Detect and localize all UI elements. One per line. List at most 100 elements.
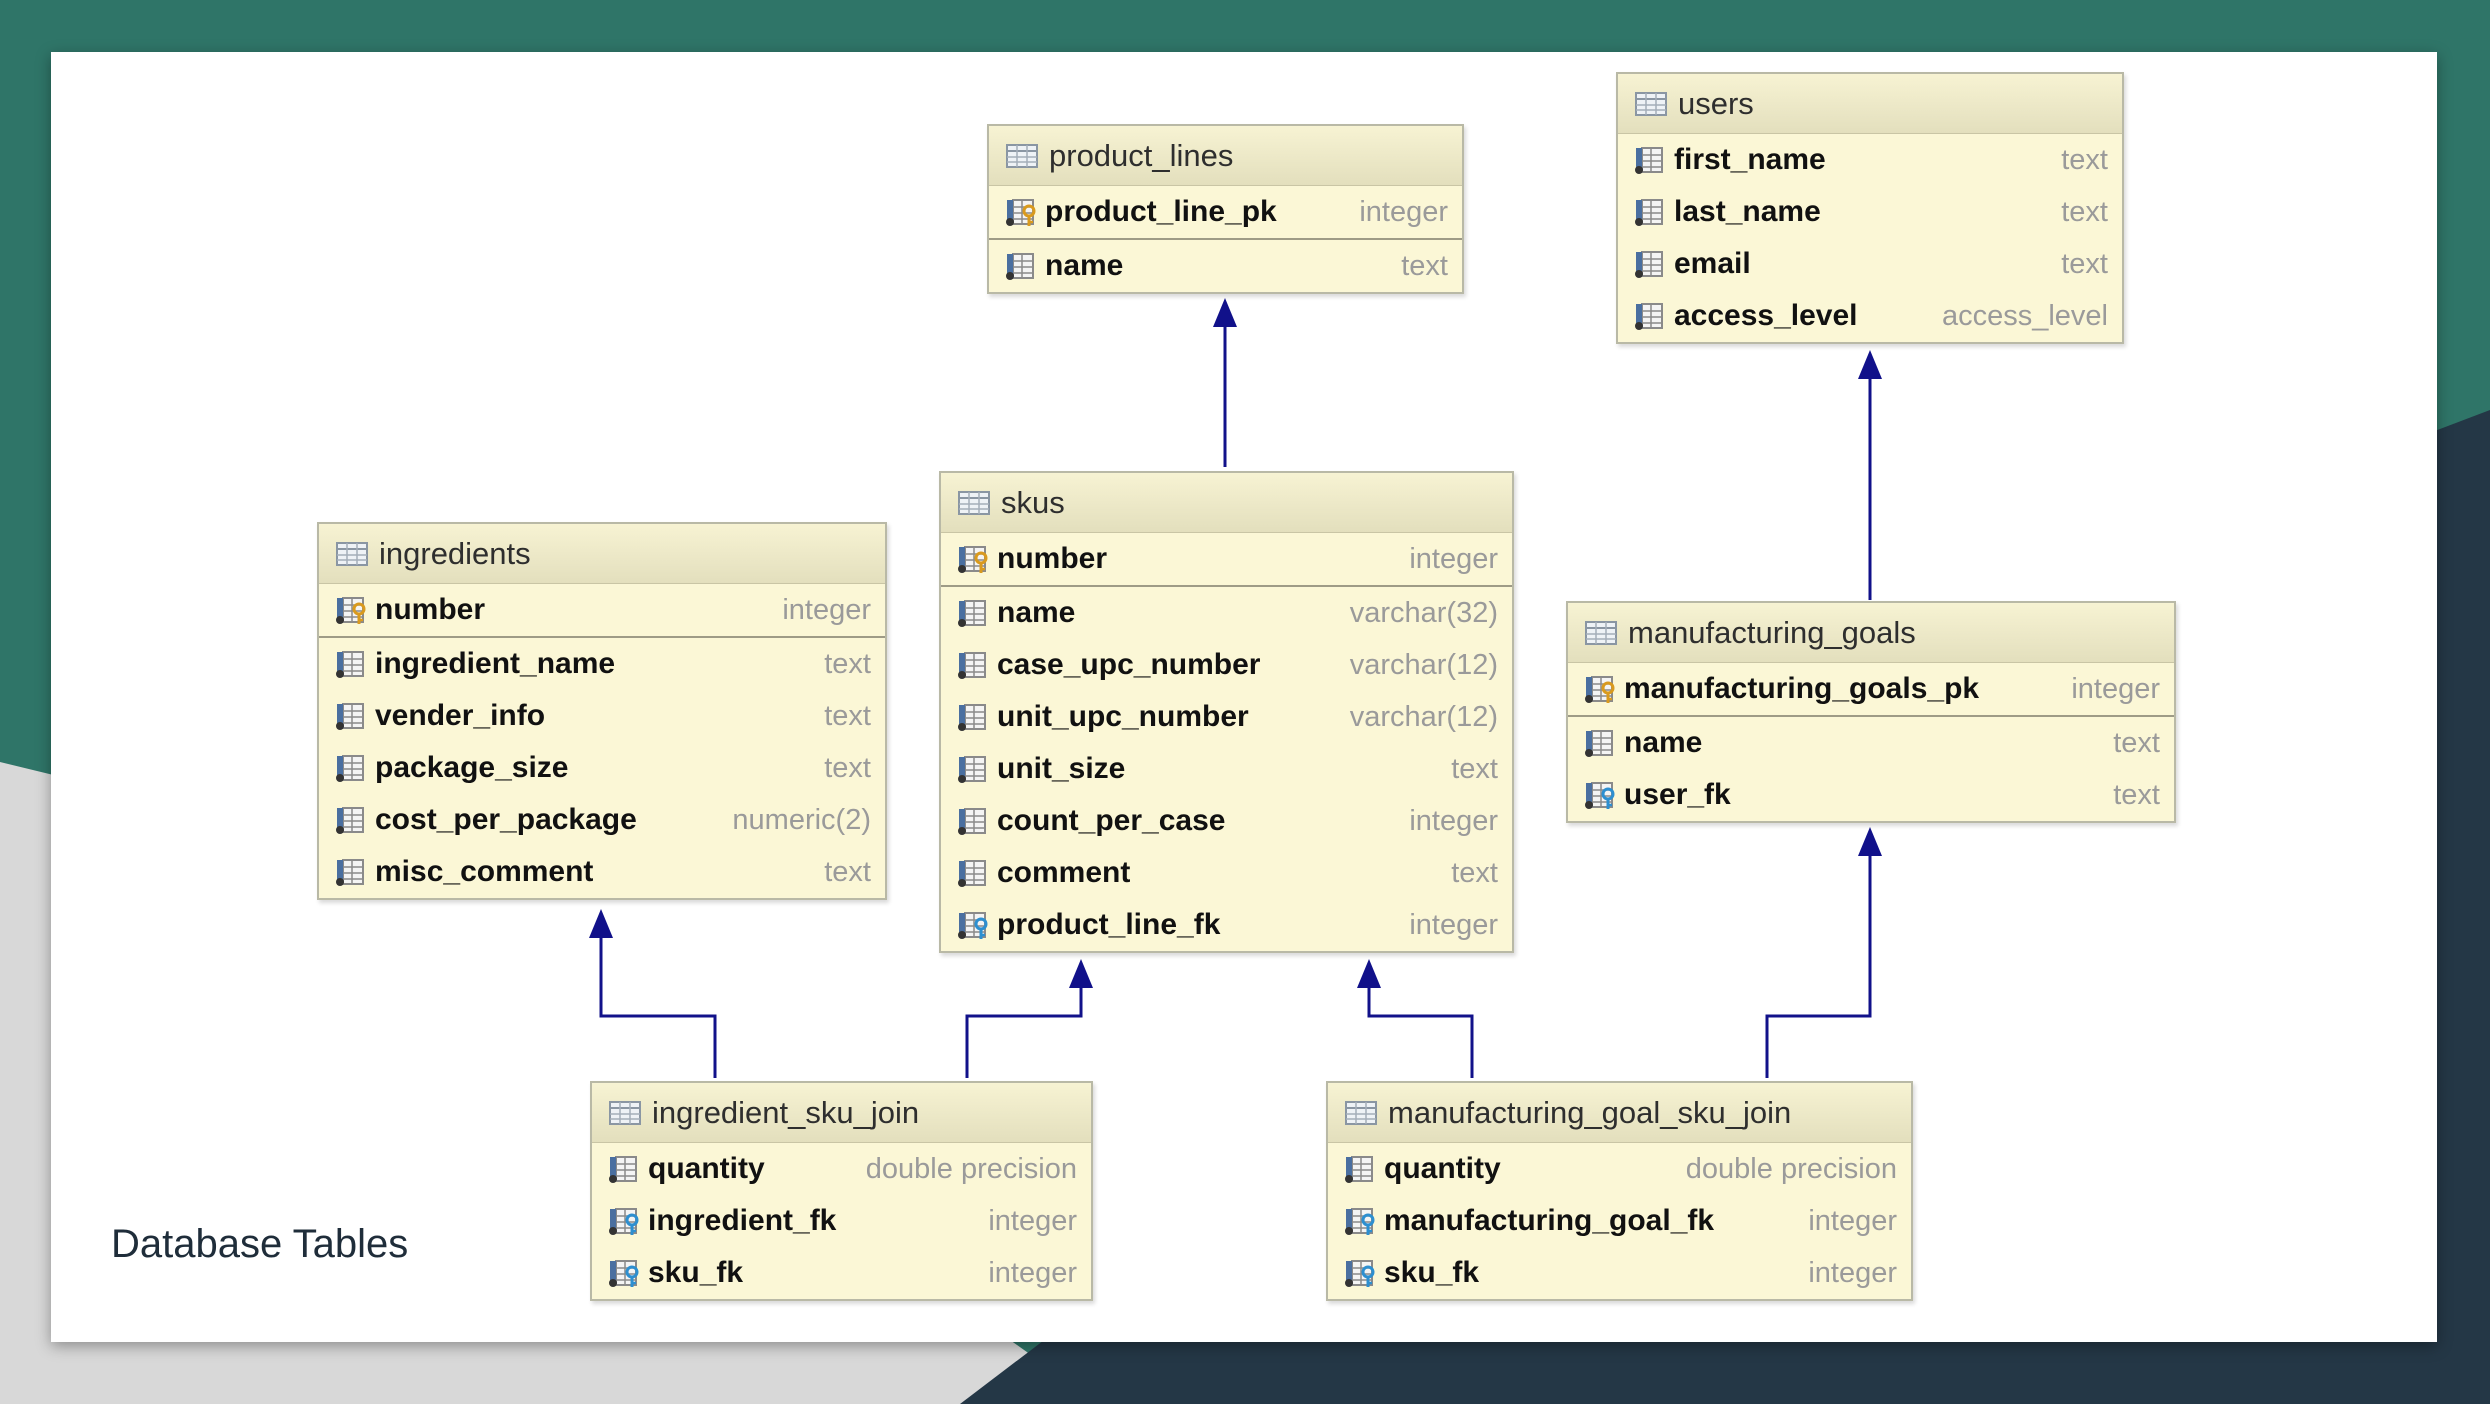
- column-icon: [1582, 728, 1616, 758]
- arrowhead-skus-right: [1357, 959, 1381, 988]
- column-name: ingredient_name: [375, 647, 616, 680]
- column-name: unit_upc_number: [997, 700, 1249, 733]
- column-type: text: [2061, 143, 2108, 176]
- table-icon: [1584, 618, 1618, 648]
- foreign-key-icon: [606, 1206, 640, 1236]
- column-row[interactable]: unit_upc_number varchar(12): [941, 691, 1512, 743]
- column-type: text: [824, 699, 871, 732]
- column-icon: [1632, 249, 1666, 279]
- column-icon: [955, 754, 989, 784]
- column-type: numeric(2): [732, 803, 871, 836]
- column-type: text: [2113, 726, 2160, 759]
- column-type: text: [824, 751, 871, 784]
- table-header: skus: [941, 473, 1512, 533]
- column-name: comment: [997, 856, 1131, 889]
- column-icon: [1342, 1154, 1376, 1184]
- table-name: manufacturing_goal_sku_join: [1388, 1094, 1792, 1130]
- primary-key-icon: [1003, 197, 1037, 227]
- table-name: ingredient_sku_join: [652, 1094, 920, 1130]
- column-name: sku_fk: [1384, 1256, 1480, 1289]
- connector-ingredient-sku-join-to-skus: [965, 979, 1083, 1078]
- column-type: integer: [782, 593, 871, 626]
- table-ingredients[interactable]: ingredients number integer ingredient_name…: [317, 522, 887, 900]
- column-row[interactable]: ingredient_name text: [319, 638, 885, 690]
- table-icon: [1344, 1098, 1378, 1128]
- column-name: number: [375, 593, 486, 626]
- table-manufacturing-goals[interactable]: manufacturing_goals manufacturing_goals_…: [1566, 601, 2176, 823]
- column-name: access_level: [1674, 299, 1858, 332]
- table-header: ingredient_sku_join: [592, 1083, 1091, 1143]
- column-row[interactable]: number integer: [319, 584, 885, 638]
- column-name: quantity: [648, 1152, 765, 1185]
- column-type: text: [2113, 778, 2160, 811]
- column-name: first_name: [1674, 143, 1826, 176]
- primary-key-icon: [1582, 674, 1616, 704]
- column-row[interactable]: access_level access_level: [1618, 290, 2122, 342]
- table-name: users: [1678, 85, 1754, 121]
- connector-mg-sku-join-to-manufacturing-goals: [1765, 846, 1872, 1078]
- column-type: text: [824, 855, 871, 888]
- column-icon: [955, 598, 989, 628]
- table-icon: [1005, 141, 1039, 171]
- column-type: integer: [1808, 1256, 1897, 1289]
- column-name: quantity: [1384, 1152, 1501, 1185]
- connector-ingredient-sku-join-to-ingredients: [599, 932, 717, 1078]
- foreign-key-icon: [955, 910, 989, 940]
- arrowhead-product-lines: [1213, 298, 1237, 327]
- column-name: unit_size: [997, 752, 1126, 785]
- table-name: ingredients: [379, 535, 531, 571]
- column-name: name: [997, 596, 1076, 629]
- column-name: cost_per_package: [375, 803, 637, 836]
- table-name: product_lines: [1049, 137, 1234, 173]
- table-icon: [1634, 89, 1668, 119]
- column-name: misc_comment: [375, 855, 594, 888]
- column-icon: [955, 650, 989, 680]
- primary-key-icon: [955, 544, 989, 574]
- column-name: manufacturing_goals_pk: [1624, 672, 1980, 705]
- column-row[interactable]: first_name text: [1618, 134, 2122, 186]
- column-row[interactable]: cost_per_package numeric(2): [319, 794, 885, 846]
- column-type: access_level: [1941, 299, 2108, 332]
- column-type: integer: [1409, 804, 1498, 837]
- column-row[interactable]: misc_comment text: [319, 846, 885, 898]
- column-name: manufacturing_goal_fk: [1384, 1204, 1715, 1237]
- column-name: email: [1674, 247, 1751, 280]
- primary-key-icon: [333, 595, 367, 625]
- column-icon: [1003, 251, 1037, 281]
- column-name: number: [997, 542, 1108, 575]
- column-type: text: [824, 647, 871, 680]
- foreign-key-icon: [1582, 780, 1616, 810]
- column-row[interactable]: sku_fk integer: [1328, 1247, 1911, 1299]
- column-icon: [606, 1154, 640, 1184]
- column-name: name: [1045, 249, 1124, 282]
- column-icon: [333, 701, 367, 731]
- column-icon: [955, 702, 989, 732]
- column-type: varchar(12): [1349, 700, 1498, 733]
